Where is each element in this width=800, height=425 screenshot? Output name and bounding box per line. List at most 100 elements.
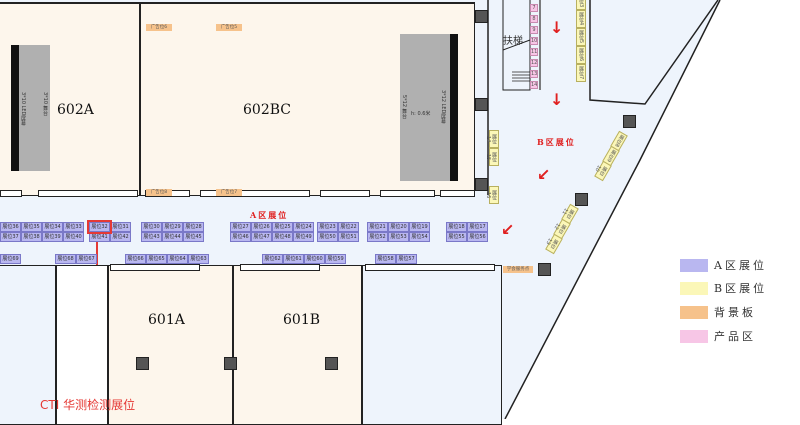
booth-b[interactable]: 展位4 bbox=[576, 10, 586, 28]
cti-callout-label: CTI 华测检测展位 bbox=[40, 398, 136, 412]
booth-a[interactable]: 展位28 bbox=[183, 222, 204, 232]
legend-swatch-a bbox=[680, 258, 708, 272]
wall bbox=[200, 190, 310, 197]
booth-a[interactable]: 展位37 bbox=[0, 232, 21, 242]
booth-a[interactable]: 展位38 bbox=[21, 232, 42, 242]
booth-a[interactable]: 展位67 bbox=[76, 254, 97, 264]
booth-a[interactable]: 展位57 bbox=[396, 254, 417, 264]
booth-a[interactable]: 展位31 bbox=[110, 222, 131, 232]
booth-a[interactable]: 展位36 bbox=[0, 222, 21, 232]
room-label-601b: 601B bbox=[283, 312, 321, 328]
led-screen-602a bbox=[11, 45, 19, 171]
booth-b[interactable]: 展位14 bbox=[485, 130, 499, 148]
booth-a[interactable]: 展位51 bbox=[338, 232, 359, 242]
highlight-box-cti bbox=[87, 220, 112, 234]
product-slot[interactable]: 14 bbox=[530, 81, 538, 89]
wall bbox=[240, 264, 320, 271]
booth-a[interactable]: 展位40 bbox=[63, 232, 84, 242]
booth-a[interactable]: 展位59 bbox=[325, 254, 346, 264]
booth-a[interactable]: 展位64 bbox=[167, 254, 188, 264]
pillar bbox=[136, 357, 149, 370]
legend-swatch-b bbox=[680, 281, 708, 295]
booth-a[interactable]: 展位30 bbox=[141, 222, 162, 232]
booth-a[interactable]: 展位50 bbox=[317, 232, 338, 242]
booth-a[interactable]: 展位22 bbox=[338, 222, 359, 232]
legend-label: B区展位 bbox=[714, 282, 768, 295]
direction-arrow-icon: ↙ bbox=[537, 165, 551, 184]
booth-a[interactable]: 展位34 bbox=[42, 222, 63, 232]
booth-a[interactable]: 展位44 bbox=[162, 232, 183, 242]
booth-b[interactable]: 展位15 bbox=[485, 148, 499, 166]
booth-a[interactable]: 展位42 bbox=[110, 232, 131, 242]
booth-a[interactable]: 展位25 bbox=[272, 222, 293, 232]
booth-a[interactable]: 展位68 bbox=[55, 254, 76, 264]
booth-a[interactable]: 展位43 bbox=[141, 232, 162, 242]
booth-b[interactable]: 展位7 bbox=[576, 64, 586, 82]
booth-a[interactable]: 展位21 bbox=[367, 222, 388, 232]
booth-a[interactable]: 展位62 bbox=[262, 254, 283, 264]
room-601b[interactable] bbox=[233, 265, 362, 425]
booth-a[interactable]: 展位33 bbox=[63, 222, 84, 232]
booth-a[interactable]: 展位66 bbox=[125, 254, 146, 264]
escalator-label: 扶梯 bbox=[503, 36, 523, 47]
booth-a[interactable]: 展位35 bbox=[21, 222, 42, 232]
room-label-602a: 602A bbox=[57, 102, 94, 118]
booth-b[interactable]: 展位3 bbox=[576, 0, 586, 10]
booth-b[interactable]: 展位5 bbox=[576, 28, 586, 46]
booth-a[interactable]: 展位69 bbox=[0, 254, 21, 264]
pillar bbox=[475, 10, 488, 23]
booth-a[interactable]: 展位63 bbox=[188, 254, 209, 264]
booth-a[interactable]: 展位26 bbox=[251, 222, 272, 232]
wall bbox=[380, 190, 435, 197]
booth-a[interactable]: 展位48 bbox=[272, 232, 293, 242]
product-slot[interactable]: 10 bbox=[530, 37, 538, 45]
booth-a[interactable]: 展位32 bbox=[89, 222, 110, 232]
booth-a[interactable]: 展位20 bbox=[388, 222, 409, 232]
booth-a[interactable]: 展位29 bbox=[162, 222, 183, 232]
booth-a[interactable]: 展位27 bbox=[230, 222, 251, 232]
booth-a[interactable]: 展位53 bbox=[388, 232, 409, 242]
product-slot[interactable]: 8 bbox=[530, 15, 538, 23]
booth-a[interactable]: 展位56 bbox=[467, 232, 488, 242]
product-slot[interactable]: 9 bbox=[530, 26, 538, 34]
service-point[interactable]: 学会服务点 bbox=[503, 266, 533, 273]
booth-a[interactable]: 展位47 bbox=[251, 232, 272, 242]
product-slot[interactable]: 13 bbox=[530, 70, 538, 78]
booth-b[interactable]: 展位16 bbox=[485, 186, 499, 204]
booth-a[interactable]: 展位39 bbox=[42, 232, 63, 242]
booth-a[interactable]: 展位24 bbox=[293, 222, 314, 232]
booth-a[interactable]: 展位49 bbox=[293, 232, 314, 242]
booth-a[interactable]: 展位18 bbox=[446, 222, 467, 232]
legend-label: A区展位 bbox=[714, 259, 767, 272]
booth-a[interactable]: 展位23 bbox=[317, 222, 338, 232]
ad-slot-6[interactable]: 广告位6 bbox=[146, 24, 172, 31]
booth-a[interactable]: 展位54 bbox=[409, 232, 430, 242]
ad-slot-8[interactable]: 广告位8 bbox=[146, 189, 172, 196]
booth-a[interactable]: 展位61 bbox=[283, 254, 304, 264]
booth-a[interactable]: 展位58 bbox=[375, 254, 396, 264]
legend-label: 产品区 bbox=[714, 330, 756, 343]
product-slot[interactable]: 12 bbox=[530, 59, 538, 67]
booth-a[interactable]: 展位55 bbox=[446, 232, 467, 242]
product-slot[interactable]: 11 bbox=[530, 48, 538, 56]
booth-a[interactable]: 展位46 bbox=[230, 232, 251, 242]
stage-label: 5*12 舞台 bbox=[401, 95, 407, 119]
booth-a[interactable]: 展位19 bbox=[409, 222, 430, 232]
legend-label: 背景板 bbox=[714, 306, 756, 319]
ad-slot-5[interactable]: 广告位5 bbox=[216, 24, 242, 31]
ad-slot-7[interactable]: 广告位7 bbox=[216, 189, 242, 196]
booth-a[interactable]: 展位17 bbox=[467, 222, 488, 232]
led-label: 3*12 LED屏幕 bbox=[440, 90, 446, 124]
pillar bbox=[623, 115, 636, 128]
stage-height: h: 0.6米 bbox=[411, 111, 431, 117]
booth-b[interactable]: 展位6 bbox=[576, 46, 586, 64]
booth-a[interactable]: 展位52 bbox=[367, 232, 388, 242]
product-slot[interactable]: 7 bbox=[530, 4, 538, 12]
booth-a[interactable]: 展位60 bbox=[304, 254, 325, 264]
booth-a[interactable]: 展位45 bbox=[183, 232, 204, 242]
room-601a[interactable] bbox=[108, 265, 233, 425]
room-lower-left bbox=[0, 265, 56, 425]
pillar bbox=[475, 98, 488, 111]
direction-arrow-icon: ↓ bbox=[550, 18, 564, 37]
booth-a[interactable]: 展位65 bbox=[146, 254, 167, 264]
